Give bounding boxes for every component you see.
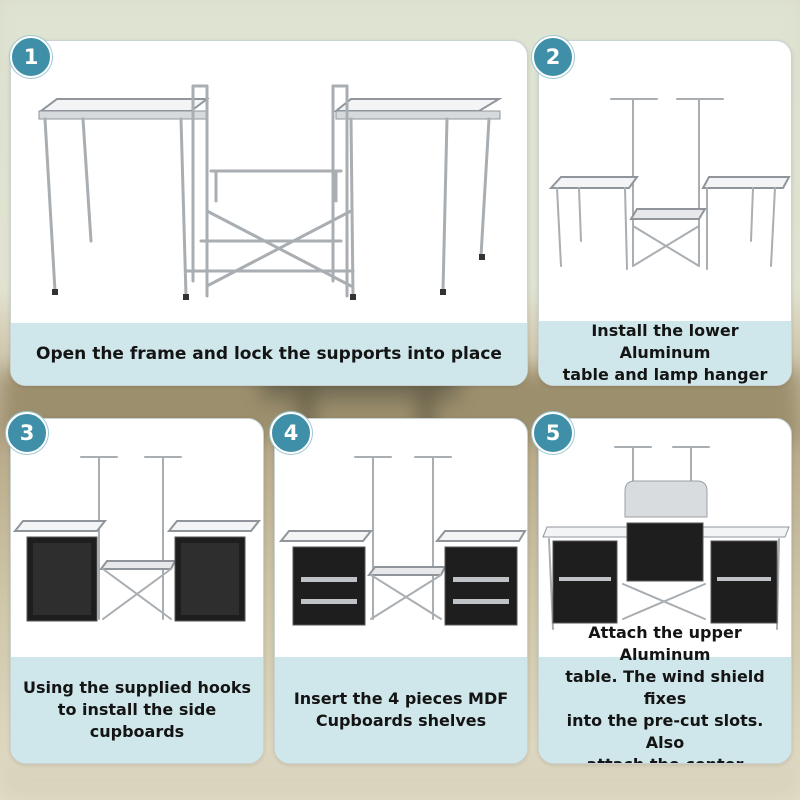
lower-table-and-lamp-hanger-image bbox=[548, 98, 791, 270]
step-3-badge: 3 bbox=[6, 412, 48, 454]
step-1-caption: Open the frame and lock the supports int… bbox=[11, 323, 527, 385]
step-1-badge: 1 bbox=[10, 36, 52, 78]
step-3-caption: Using the supplied hooks to install the … bbox=[11, 657, 263, 763]
step-4-caption: Insert the 4 pieces MDF Cupboards shelve… bbox=[275, 657, 527, 763]
kitchen-frame-opened-image bbox=[38, 84, 503, 300]
upper-table-wind-shield-center-cupboard-image bbox=[542, 446, 790, 630]
step-4-badge: 4 bbox=[270, 412, 312, 454]
step-5-badge: 5 bbox=[532, 412, 574, 454]
side-cupboards-installed-image bbox=[12, 456, 262, 622]
step-4-panel: Insert the 4 pieces MDF Cupboards shelve… bbox=[274, 418, 528, 764]
step-5-caption: Attach the upper Aluminum table. The win… bbox=[539, 623, 791, 763]
step-2-caption: Install the lower Aluminum table and lam… bbox=[539, 321, 791, 385]
step-1-panel: Open the frame and lock the supports int… bbox=[10, 40, 528, 386]
step-2-badge: 2 bbox=[532, 36, 574, 78]
step-3-panel: Using the supplied hooks to install the … bbox=[10, 418, 264, 764]
mdf-shelves-inserted-image bbox=[278, 456, 527, 626]
step-2-panel: Install the lower Aluminum table and lam… bbox=[538, 40, 792, 386]
step-5-panel: Attach the upper Aluminum table. The win… bbox=[538, 418, 792, 764]
